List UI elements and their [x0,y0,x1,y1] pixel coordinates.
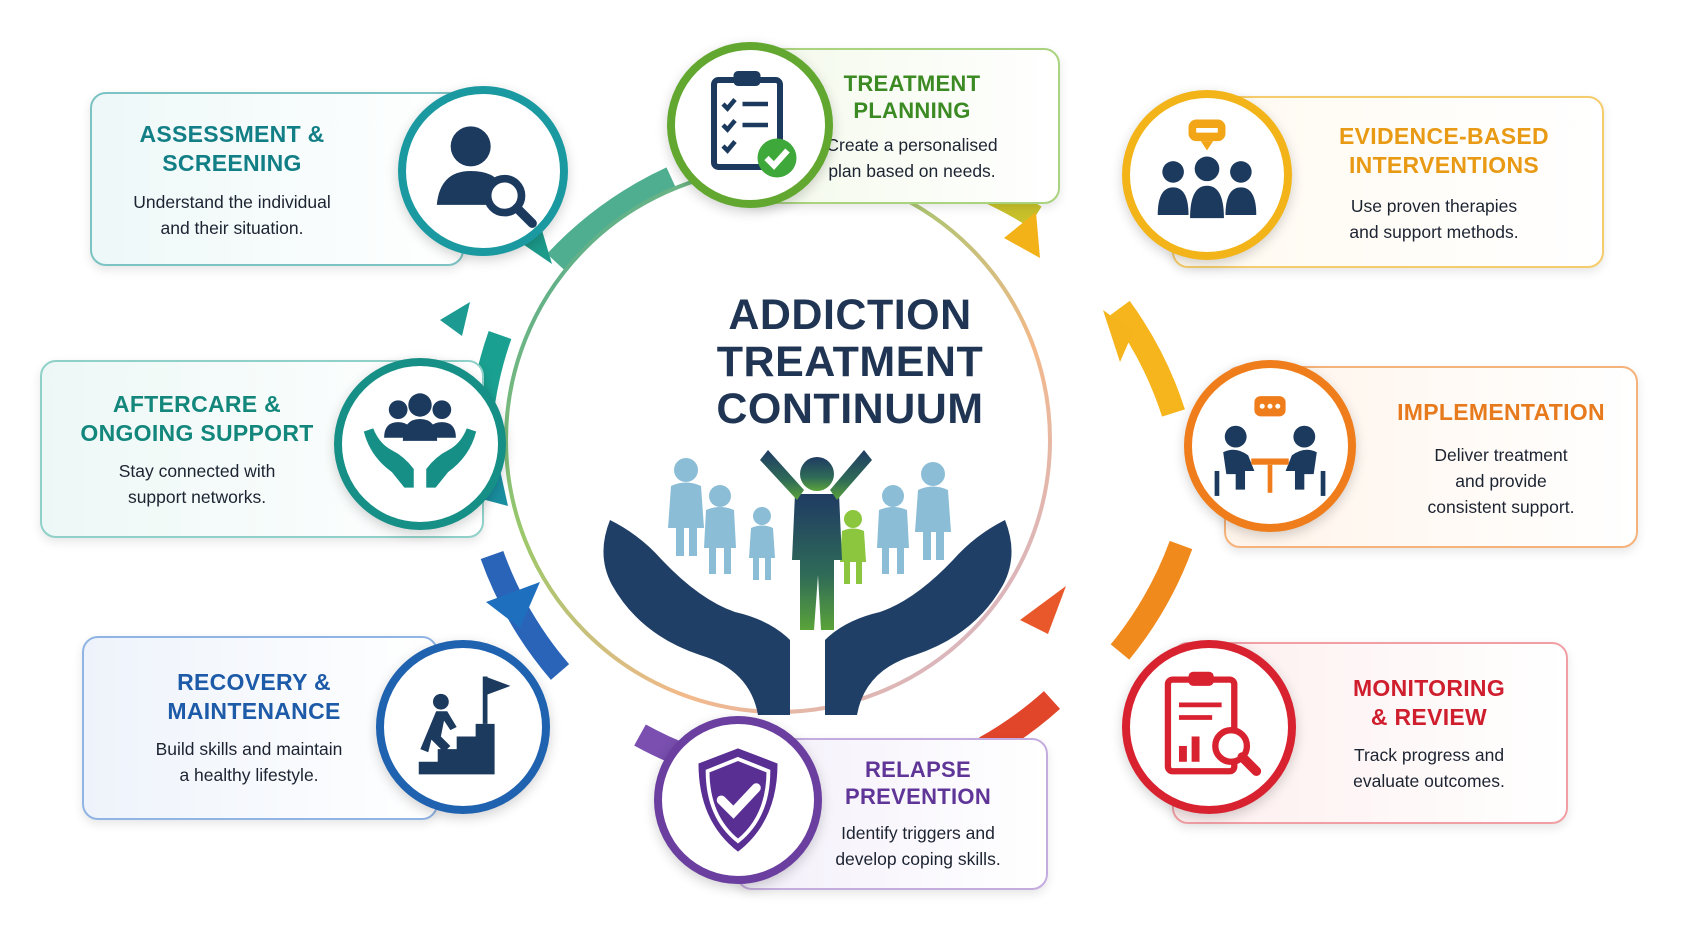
arrow-head-5 [1020,586,1066,634]
badge-evidence-based [1122,90,1292,260]
title-line-3: CONTINUUM [716,385,984,433]
planning-title-2: PLANNING [853,98,971,123]
implementation-desc-2: and provide [1455,471,1547,491]
recovery-desc-1: Build skills and maintain [155,739,343,759]
aftercare-title-2: ONGOING SUPPORT [80,420,314,446]
relapse-title-1: RELAPSE [864,757,971,782]
implementation-desc-1: Deliver treatment [1434,445,1568,465]
badge-assessment [398,86,568,256]
badge-monitoring [1122,640,1296,814]
supporting-hands [603,520,1012,715]
assessment-desc-1: Understand the individual [133,192,331,212]
assessment-title-2: SCREENING [162,150,302,176]
diagram-title: ADDICTION TREATMENT CONTINUUM [660,292,1040,433]
stairs-flag-icon [418,676,511,775]
aftercare-desc-2: support networks. [127,487,267,507]
community-figures [668,458,951,584]
evidence-desc-2: and support methods. [1349,222,1519,242]
relapse-desc-1: Identify triggers and [841,823,995,843]
aftercare-desc-1: Stay connected with [118,461,276,481]
aftercare-title-1: AFTERCARE & [112,391,282,417]
implementation-desc-3: consistent support. [1427,497,1575,517]
arrow-head-4 [1103,310,1133,362]
assessment-title-1: ASSESSMENT & [139,121,325,147]
title-line-2: TREATMENT [716,338,984,386]
arrow-head-7 [486,582,540,628]
planning-title-1: TREATMENT [843,71,981,96]
title-line-1: ADDICTION [728,291,972,339]
monitoring-title-1: MONITORING [1352,675,1506,701]
relapse-title-2: PREVENTION [844,784,992,809]
counseling-session-icon [1214,396,1326,496]
shield-check-icon [698,748,778,852]
evidence-title-2: INTERVENTIONS [1348,152,1540,178]
recovery-desc-2: a healthy lifestyle. [179,765,319,785]
recovery-title-2: MAINTENANCE [167,698,341,724]
relapse-desc-2: develop coping skills. [835,849,1001,869]
monitoring-title-2: & REVIEW [1370,704,1488,730]
badge-implementation [1184,360,1356,532]
evidence-desc-1: Use proven therapies [1350,196,1518,216]
celebrating-person [760,450,872,630]
arrow-head-3 [1004,212,1040,258]
clipboard-check-icon [711,71,797,178]
person-search-icon [436,126,537,228]
evidence-title-1: EVIDENCE-BASED [1339,123,1549,149]
recovery-title-1: RECOVERY & [177,669,331,695]
report-magnifier-icon [1164,671,1262,776]
badge-relapse [654,716,822,884]
planning-desc-1: Create a personalised [826,135,998,155]
badge-recovery [376,640,550,814]
arrow-head-8 [440,302,470,336]
badge-aftercare [334,358,506,530]
hands-community-icon [363,393,477,488]
badge-treatment-planning [667,42,833,208]
implementation-title-1: IMPLEMENTATION [1397,399,1605,425]
monitoring-desc-1: Track progress and [1353,745,1505,765]
group-discussion-icon [1157,119,1257,219]
monitoring-desc-2: evaluate outcomes. [1353,771,1505,791]
assessment-desc-2: and their situation. [160,218,304,238]
planning-desc-2: plan based on needs. [828,161,996,181]
